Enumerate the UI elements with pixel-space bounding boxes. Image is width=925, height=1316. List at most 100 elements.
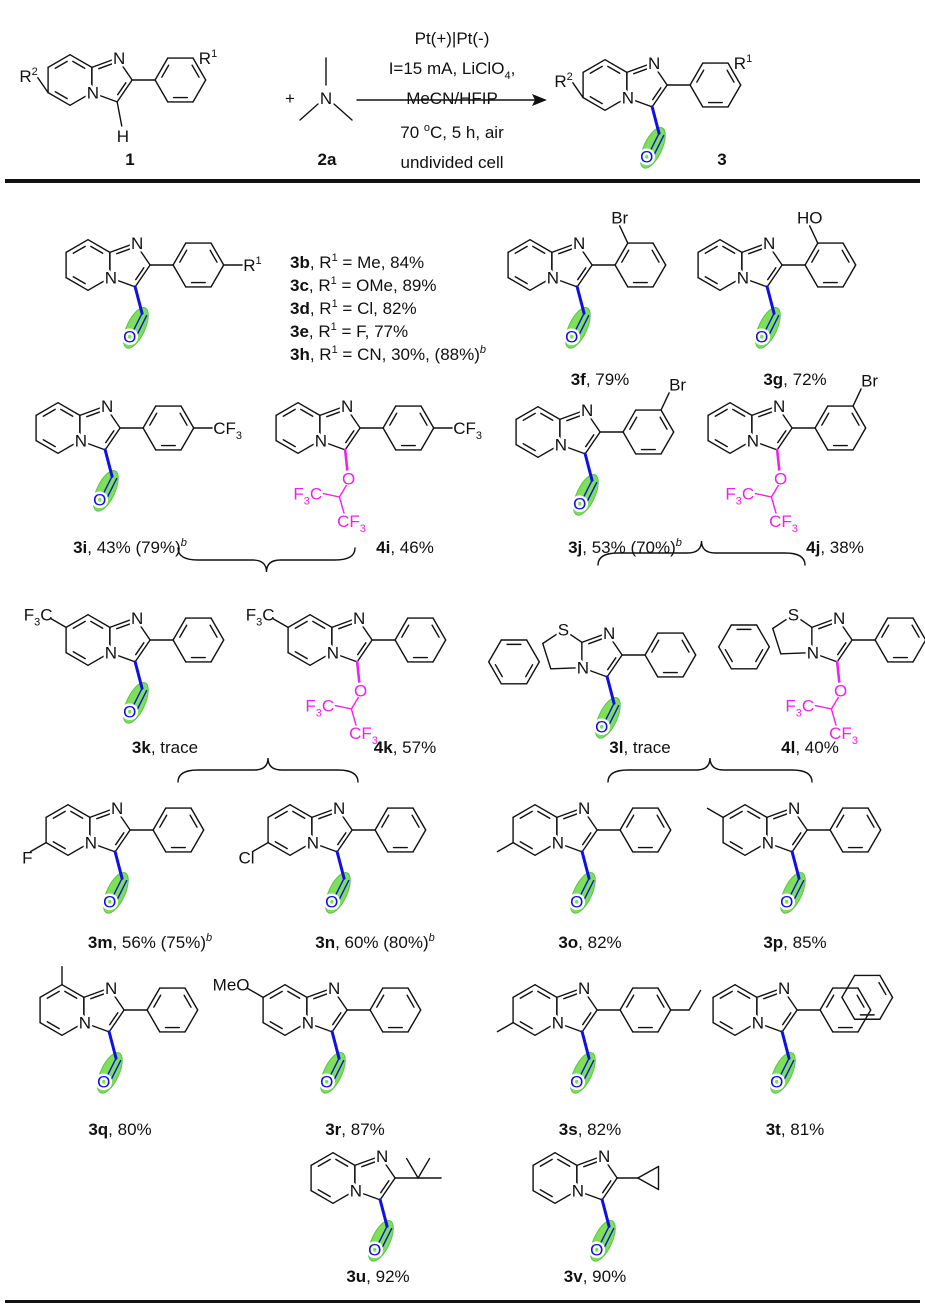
bond: [45, 841, 69, 856]
bond: [297, 439, 321, 454]
aldehyde-bond: [580, 850, 591, 880]
bond: [306, 987, 333, 999]
oxygen-label: O: [342, 470, 355, 489]
bond: [879, 974, 894, 999]
bond: [344, 427, 361, 451]
bond: [836, 617, 853, 641]
bond: [729, 402, 753, 417]
double-bond: [601, 1180, 612, 1194]
bond: [432, 639, 447, 663]
double-bond: [581, 832, 592, 846]
bond: [89, 807, 116, 819]
bond: [776, 427, 793, 451]
double-bond: [179, 624, 188, 638]
bond: [338, 484, 347, 498]
bond: [554, 1189, 578, 1205]
ring-substituent: F3​C: [246, 605, 275, 628]
bond: [91, 57, 118, 69]
bond: [766, 242, 783, 266]
bond: [319, 405, 346, 417]
double-bond: [134, 642, 145, 656]
nitrogen-label: N: [328, 979, 340, 998]
bond: [756, 987, 783, 999]
r1-label: R1​: [734, 53, 752, 73]
r2-label: R2​: [554, 71, 572, 91]
bond: [697, 238, 721, 254]
divider: [5, 1300, 920, 1303]
bond: [382, 427, 397, 451]
double-bond: [494, 664, 503, 678]
aldehyde-highlight: [368, 1220, 394, 1262]
compound-label-3l: 3l, trace: [609, 738, 670, 757]
carbonyl-bond: [604, 702, 615, 723]
oxygen-label: O: [123, 327, 136, 346]
double-bond: [821, 412, 830, 426]
nitrogen-label: N: [350, 1182, 362, 1201]
double-bond: [626, 994, 635, 1008]
carbonyl-bond: [599, 1225, 610, 1246]
double-bond: [563, 812, 579, 820]
double-bond: [406, 994, 415, 1008]
double-bond: [656, 814, 665, 828]
double-bond: [54, 91, 68, 100]
bond: [660, 409, 675, 433]
bond: [369, 987, 384, 1011]
double-bond: [557, 1158, 571, 1167]
double-bond: [748, 247, 764, 255]
bond: [657, 829, 672, 853]
double-bond: [317, 1158, 331, 1167]
cf3-label: F3​C: [785, 696, 814, 719]
carbonyl-bond: [783, 1059, 795, 1080]
oxygen-label: O: [320, 1072, 333, 1091]
amine-label: 2a: [318, 150, 337, 169]
nitrogen-label: N: [788, 799, 800, 818]
nitrogen-label: N: [105, 644, 117, 663]
double-bond: [626, 814, 635, 828]
aldehyde-highlight: [770, 1052, 796, 1094]
bond: [811, 617, 838, 629]
bond: [582, 59, 606, 74]
nitrogen-label: N: [573, 234, 585, 253]
bond: [852, 388, 862, 407]
r1-label: R1​: [199, 48, 217, 68]
bond: [407, 987, 422, 1011]
carbonyl-bond: [381, 1227, 393, 1248]
nitrogen-label: N: [763, 234, 775, 253]
aldehyde-bond: [600, 1198, 611, 1228]
double-bond: [209, 249, 218, 263]
bond: [652, 242, 667, 266]
bond: [804, 242, 819, 266]
bond: [262, 984, 286, 999]
double-bond: [747, 810, 761, 819]
nitrogen-label: N: [105, 269, 117, 288]
double-bond: [344, 430, 355, 444]
double-bond: [856, 994, 865, 1008]
bond: [507, 238, 531, 254]
bond: [688, 989, 702, 1011]
aldehyde-highlight: [103, 872, 129, 914]
bond: [407, 1009, 422, 1033]
bond: [651, 84, 668, 108]
compound-label-4i: 4i, 46%: [376, 538, 434, 557]
bond: [529, 276, 553, 291]
bond: [184, 987, 199, 1011]
bond: [79, 405, 106, 417]
bond: [47, 91, 71, 107]
double-bond: [179, 412, 188, 426]
nitrogen-label: N: [552, 1014, 564, 1033]
bond: [61, 1021, 85, 1037]
double-bond: [153, 994, 162, 1008]
bond: [791, 829, 808, 853]
bond: [134, 617, 151, 641]
bond: [525, 639, 540, 663]
bond: [534, 841, 558, 856]
double-bond: [336, 832, 347, 846]
bond: [116, 79, 133, 103]
bond: [756, 1021, 783, 1033]
bond: [529, 238, 553, 254]
bond: [262, 1021, 286, 1037]
carbonyl-bond: [106, 477, 118, 498]
